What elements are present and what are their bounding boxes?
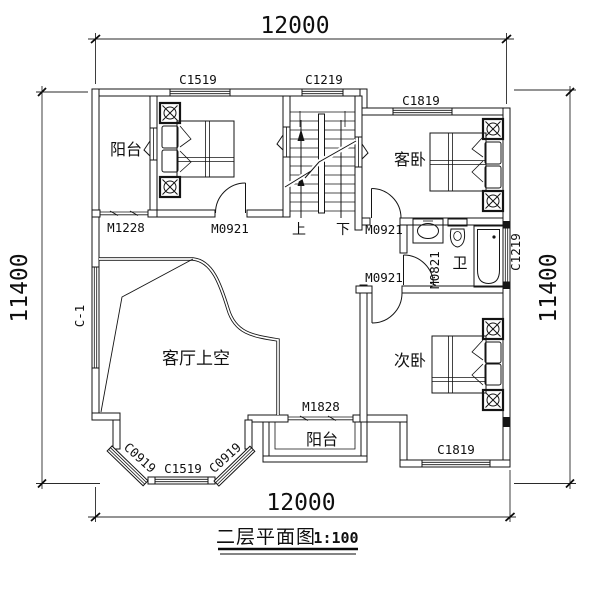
bed-guest [429, 117, 505, 213]
dim-left-value: 11400 [7, 253, 33, 322]
bed-second [431, 317, 505, 412]
label-c1519-top: C1519 [179, 72, 217, 87]
label-second-bedroom: 次卧 [394, 351, 426, 370]
nightstand [158, 101, 182, 125]
bathtub [473, 225, 504, 288]
sink [412, 218, 444, 244]
interior-window-stair-right-wall [354, 136, 369, 168]
window-c1819-top [392, 107, 453, 116]
label-m0921-top-left: M0921 [211, 221, 249, 236]
window-c1819-bottom [421, 459, 491, 468]
window-c1219-top [301, 88, 344, 97]
void-diagonal [100, 258, 194, 413]
label-c1219-right: C1219 [508, 233, 523, 271]
plan-scale: 1:100 [313, 529, 358, 547]
label-m1228: M1228 [107, 220, 145, 235]
label-c1819-bottom: C1819 [437, 442, 475, 457]
toilet [447, 218, 468, 248]
dim-top-value: 12000 [260, 13, 329, 39]
label-stairs-down: 下 [336, 222, 350, 238]
interior-walls [149, 95, 504, 423]
label-bathroom: 卫 [452, 254, 467, 272]
label-balcony-top: 阳台 [110, 140, 142, 159]
door-m1828 [288, 415, 353, 421]
plan-title: 二层平面图 [216, 526, 316, 548]
door-m0821 [403, 254, 434, 286]
window-c1519-top [169, 88, 231, 97]
label-m0921-guest: M0921 [365, 222, 403, 237]
dim-right-value: 11400 [536, 253, 562, 322]
title-block: 二层平面图 1:100 [216, 526, 359, 555]
balcony-bottom-parapet [262, 421, 368, 463]
door-m0921-top-left [215, 182, 246, 214]
room-labels: 阳台 客卧 卫 次卧 客厅上空 阳台 上 下 [110, 140, 468, 449]
stair-break-line [284, 140, 357, 188]
label-c1519-bay: C1519 [164, 461, 202, 476]
void-edge [99, 257, 280, 415]
door-m1228 [100, 210, 148, 216]
label-stairs-up: 上 [292, 222, 306, 238]
window-c0919-bay-right [213, 445, 256, 487]
label-c1819-top: C1819 [402, 93, 440, 108]
label-m0921-hall: M0921 [365, 270, 403, 285]
interior-window-stair-left-wall [276, 126, 291, 158]
label-m1828: M1828 [302, 399, 340, 414]
label-balcony-bottom: 阳台 [306, 430, 338, 449]
dim-bottom-value: 12000 [266, 490, 335, 516]
window-c0919-bay-left [106, 445, 149, 487]
stairs [283, 111, 358, 218]
label-living-void: 客厅上空 [162, 349, 230, 369]
window-c1519-bay [154, 476, 209, 485]
label-c1219-top: C1219 [305, 72, 343, 87]
bed-top-left [158, 101, 235, 199]
dimension-left: 11400 [7, 86, 100, 489]
label-c1: C-1 [72, 305, 87, 328]
nightstand [158, 175, 182, 199]
nightstand [481, 189, 505, 213]
interior-window-balcony-wall [143, 127, 158, 161]
dimension-right: 11400 [514, 86, 576, 489]
label-m0821: M0821 [427, 251, 442, 289]
door-m0921-guest [371, 188, 402, 219]
door-m0921-hall [371, 292, 403, 324]
dimension-top: 12000 [88, 13, 514, 104]
label-guest-bedroom: 客卧 [394, 150, 426, 169]
dimension-bottom: 12000 [88, 470, 516, 522]
window-c1-left [91, 266, 100, 369]
